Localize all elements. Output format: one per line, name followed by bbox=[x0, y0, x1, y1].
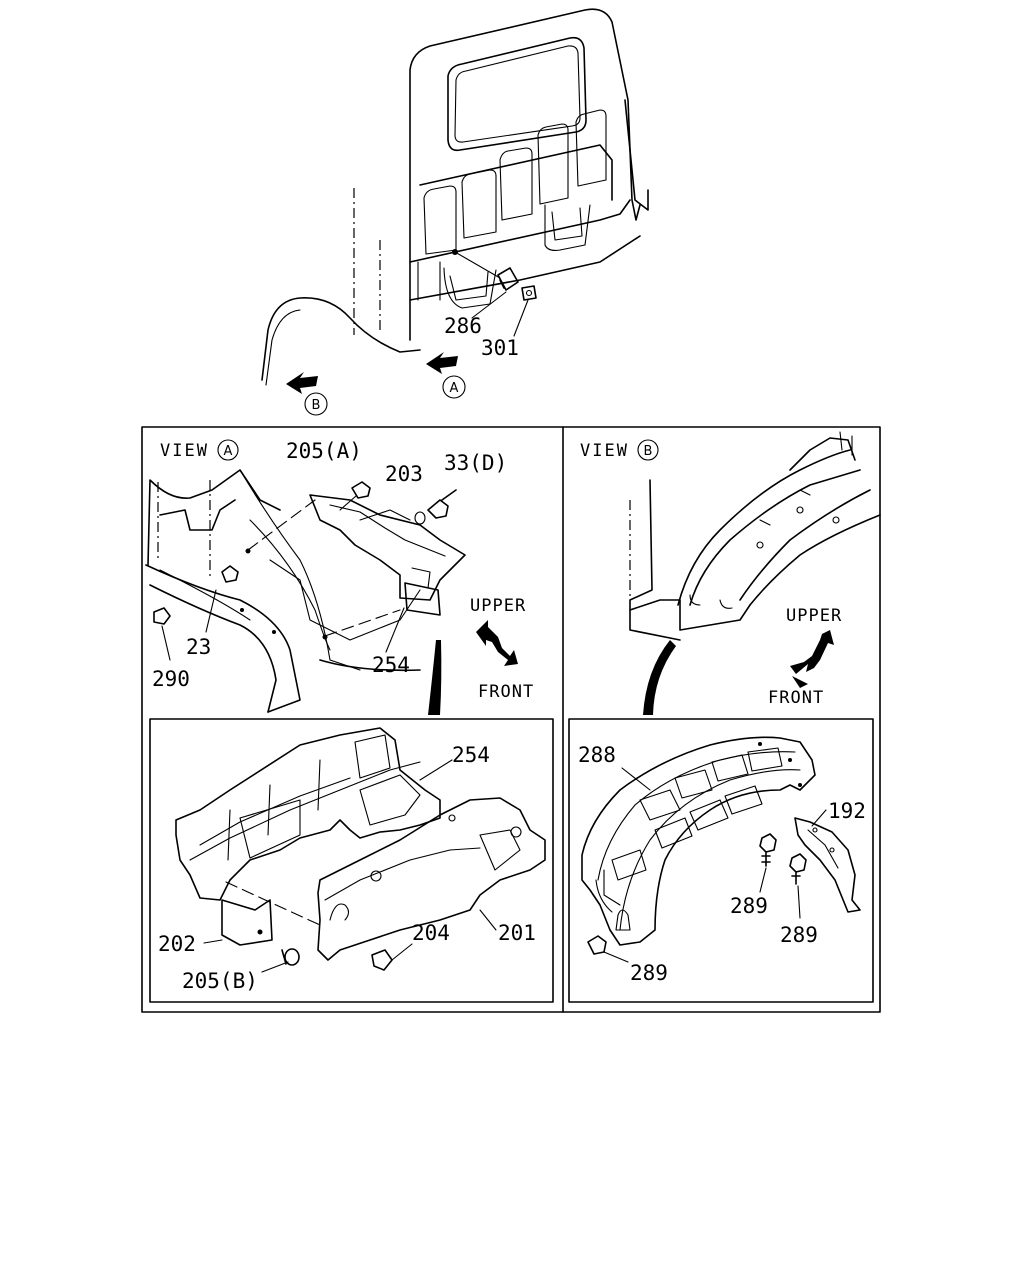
view-a-upper-label: UPPER bbox=[470, 596, 526, 616]
callout-288: 288 bbox=[578, 743, 616, 767]
view-b-direction-arrows bbox=[790, 630, 834, 688]
callout-289-c: 289 bbox=[630, 961, 668, 985]
view-a-detail-box bbox=[149, 718, 554, 1003]
view-b-title: VIEW bbox=[580, 441, 629, 461]
callout-23: 23 bbox=[186, 635, 211, 659]
views-frame bbox=[141, 426, 881, 1013]
view-b-front-label: FRONT bbox=[768, 688, 824, 708]
view-b-upper-label: UPPER bbox=[786, 606, 842, 626]
view-b-detail-box bbox=[568, 718, 874, 1003]
cab-overview-illustration bbox=[261, 8, 649, 416]
callout-203: 203 bbox=[385, 462, 423, 486]
callout-205b: 205(B) bbox=[182, 969, 258, 993]
view-b-title-marker: B bbox=[644, 444, 653, 459]
callout-192: 192 bbox=[828, 799, 866, 823]
view-b-detail-illustration bbox=[581, 736, 861, 963]
view-a-direction-arrows bbox=[476, 620, 518, 666]
callout-290: 290 bbox=[152, 667, 190, 691]
view-b-marker: B bbox=[312, 398, 321, 413]
callout-33d: 33(D) bbox=[444, 451, 507, 475]
view-a-marker: A bbox=[450, 381, 459, 396]
callout-289-b: 289 bbox=[780, 923, 818, 947]
view-a-title-marker: A bbox=[224, 444, 233, 459]
callout-201: 201 bbox=[498, 921, 536, 945]
view-b-panel: VIEW B UPPER FRONT bbox=[568, 431, 881, 1003]
view-a-panel: VIEW A bbox=[145, 439, 554, 1003]
callout-205a: 205(A) bbox=[286, 439, 362, 463]
view-b-illustration bbox=[629, 431, 881, 715]
view-a-illustration bbox=[145, 469, 466, 715]
callout-204: 204 bbox=[412, 921, 450, 945]
view-a-front-label: FRONT bbox=[478, 682, 534, 702]
view-a-title: VIEW bbox=[160, 441, 209, 461]
view-a-detail-illustration bbox=[175, 727, 546, 973]
callout-202: 202 bbox=[158, 932, 196, 956]
callout-254-detail: 254 bbox=[452, 743, 490, 767]
callout-286: 286 bbox=[444, 314, 482, 338]
callout-254-upper: 254 bbox=[372, 653, 410, 677]
callout-289-a: 289 bbox=[730, 894, 768, 918]
callout-301: 301 bbox=[481, 336, 519, 360]
